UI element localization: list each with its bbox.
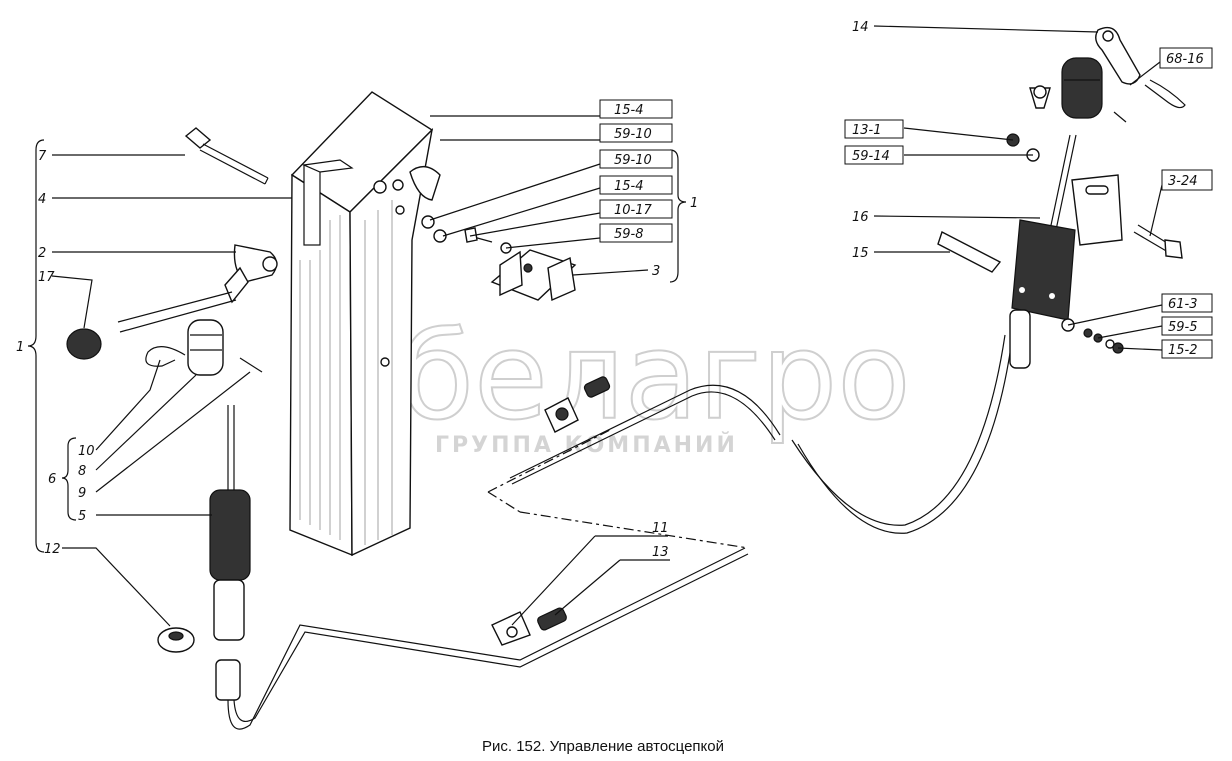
ref-61-3: 61-3 xyxy=(1168,297,1198,312)
watermark: белагро ГРУППА КОМПАНИЙ xyxy=(399,307,912,458)
right-assembly xyxy=(937,26,1186,369)
callout-9: 9 xyxy=(78,486,86,501)
ref-15-2: 15-2 xyxy=(1168,343,1198,358)
callout-6: 6 xyxy=(48,472,56,487)
callout-16: 16 xyxy=(852,210,869,225)
rod-middle xyxy=(487,334,1013,549)
callout-1-right: 1 xyxy=(690,196,698,211)
lever-part-2 xyxy=(66,244,278,360)
figure-caption: Рис. 152. Управление автосцепкой xyxy=(482,738,724,755)
sleeve-part-8 xyxy=(187,319,224,376)
sleeve-top xyxy=(1061,57,1103,119)
callout-10: 10 xyxy=(78,444,95,459)
callout-8: 8 xyxy=(78,464,86,479)
ref-15-4-top: 15-4 xyxy=(614,103,644,118)
column-part-4 xyxy=(289,91,441,557)
ref-boxes xyxy=(599,47,1213,359)
bracket-part-3 xyxy=(490,249,577,302)
callout-11: 11 xyxy=(652,521,669,536)
callout-1-left: 1 xyxy=(16,340,24,355)
ref-59-10: 59-10 xyxy=(614,153,652,168)
callout-14: 14 xyxy=(852,20,869,35)
bolt-part-7 xyxy=(184,127,269,185)
watermark-subtitle: ГРУППА КОМПАНИЙ xyxy=(435,432,738,458)
knob-part-17 xyxy=(66,328,102,360)
ref-13-1: 13-1 xyxy=(852,123,882,138)
callout-17: 17 xyxy=(38,270,55,285)
callout-5: 5 xyxy=(78,509,86,524)
ref-15-4: 15-4 xyxy=(614,179,644,194)
leader-lines xyxy=(27,25,1163,627)
ref-59-10-top: 59-10 xyxy=(614,127,652,142)
pin-part-9 xyxy=(239,357,263,373)
ref-59-14: 59-14 xyxy=(852,149,890,164)
callout-4: 4 xyxy=(38,192,46,207)
callout-labels: 7 4 2 17 1 10 8 6 9 5 12 11 13 14 16 15 … xyxy=(16,20,869,560)
callout-3: 3 xyxy=(652,264,660,279)
ref-3-24: 3-24 xyxy=(1168,174,1198,189)
ref-59-5: 59-5 xyxy=(1168,320,1198,335)
ref-10-17: 10-17 xyxy=(614,203,653,218)
clamps-part-11-13 xyxy=(491,607,567,646)
ref-59-8: 59-8 xyxy=(614,227,644,242)
callout-7: 7 xyxy=(38,149,47,164)
callout-12: 12 xyxy=(44,542,61,557)
callout-2: 2 xyxy=(38,246,46,261)
ref-68-16: 68-16 xyxy=(1166,52,1204,67)
callout-15: 15 xyxy=(852,246,869,261)
watermark-brand: белагро xyxy=(400,308,911,447)
ref-labels: 15-4 59-10 59-10 15-4 10-17 59-8 68-16 1… xyxy=(614,52,1204,358)
callout-13: 13 xyxy=(652,545,669,560)
cable-part-5 xyxy=(209,405,749,730)
fasteners-left xyxy=(421,215,512,254)
handle-part-15 xyxy=(937,231,1002,273)
small-parts-6 xyxy=(145,319,263,376)
